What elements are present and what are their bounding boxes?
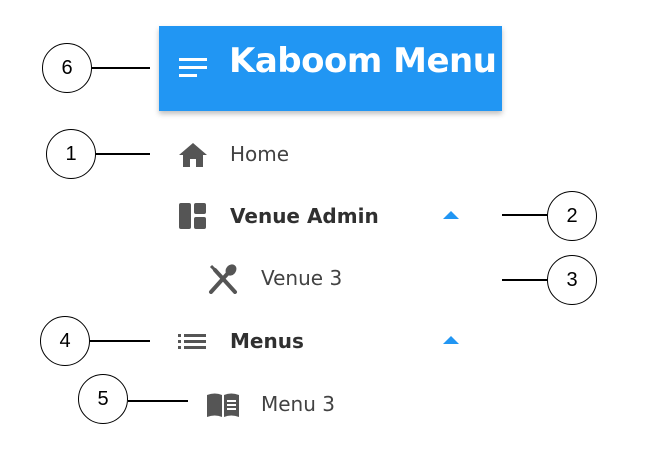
dashboard-icon (179, 203, 206, 229)
app-title: Kaboom Menu (229, 41, 497, 81)
nav-item-venue-admin[interactable]: Venue Admin (230, 198, 379, 234)
callout-line-2 (502, 214, 547, 216)
nav-item-menus[interactable]: Menus (230, 323, 304, 359)
callout-line-3 (502, 279, 547, 281)
app-header: Kaboom Menu (159, 26, 502, 111)
callout-4: 4 (40, 316, 90, 366)
nav-label-menus: Menus (230, 329, 304, 353)
callout-1: 1 (46, 129, 96, 179)
collapse-caret-icon[interactable] (443, 211, 459, 219)
callout-5: 5 (78, 374, 128, 424)
callout-6: 6 (42, 43, 92, 93)
nav-item-home[interactable]: Home (230, 136, 289, 172)
list-icon (178, 334, 206, 349)
hamburger-icon[interactable] (179, 56, 207, 78)
callout-line-1 (96, 153, 150, 155)
nav-item-menu-3[interactable]: Menu 3 (261, 386, 335, 422)
callout-line-6 (92, 67, 150, 69)
callout-line-4 (90, 340, 150, 342)
collapse-caret-icon[interactable] (443, 336, 459, 344)
nav-label-menu-3: Menu 3 (261, 392, 335, 416)
nav-label-home: Home (230, 142, 290, 166)
callout-2: 2 (547, 191, 597, 241)
callout-3: 3 (547, 255, 597, 305)
menu-book-icon (207, 393, 239, 417)
nav-label-venue-3: Venue 3 (261, 266, 343, 290)
nav-label-venue-admin: Venue Admin (230, 204, 379, 228)
fork-spoon-icon (209, 264, 237, 294)
home-icon (179, 143, 207, 167)
callout-line-5 (128, 400, 188, 402)
nav-item-venue-3[interactable]: Venue 3 (261, 260, 342, 296)
